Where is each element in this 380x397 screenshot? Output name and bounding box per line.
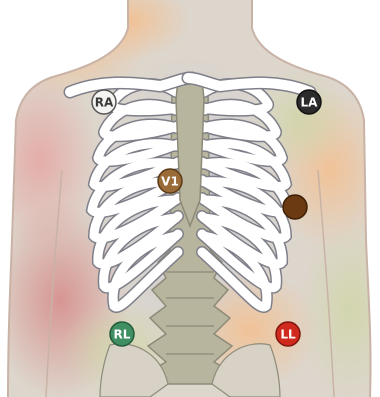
electrode-ra: RA — [92, 90, 116, 114]
electrode-v1: V1 — [158, 169, 182, 193]
electrode-ll: LL — [276, 322, 300, 346]
electrode-v1-label: V1 — [161, 175, 179, 189]
electrode-v4-disc — [283, 195, 307, 219]
electrode-ra-label: RA — [95, 96, 114, 110]
electrode-rl-label: RL — [114, 328, 131, 342]
electrode-la: LA — [297, 90, 321, 114]
electrode-la-label: LA — [301, 96, 319, 110]
electrode-v4 — [283, 195, 307, 219]
electrode-rl: RL — [110, 322, 134, 346]
electrode-ll-label: LL — [280, 328, 296, 342]
